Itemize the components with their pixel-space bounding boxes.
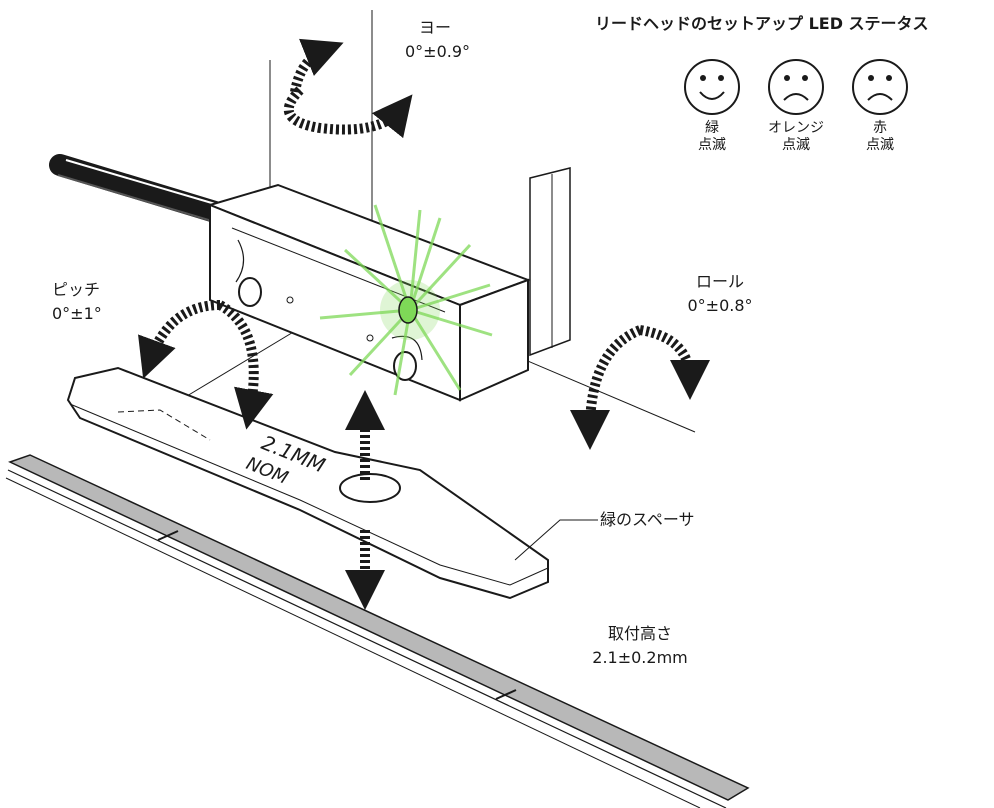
yaw-label: ヨー 0°±0.9° xyxy=(405,16,471,64)
led-status-mode: 点滅 xyxy=(782,137,810,153)
scale-tape xyxy=(5,454,750,808)
roll-tolerance: 0°±0.8° xyxy=(687,296,753,315)
led-status-mode: 点滅 xyxy=(698,137,726,153)
mounting-plate xyxy=(529,167,571,357)
led-status-item-orange: オレンジ 点滅 xyxy=(756,120,836,154)
pitch-tolerance: 0°±1° xyxy=(52,304,102,323)
yaw-rotation-arrow-icon xyxy=(283,38,413,139)
yaw-name: ヨー xyxy=(418,18,451,37)
pitch-name: ピッチ xyxy=(52,280,101,299)
yaw-tolerance: 0°±0.9° xyxy=(405,42,471,61)
pitch-rotation-arrow-icon xyxy=(138,300,274,430)
ride-height-value: 2.1±0.2mm xyxy=(592,648,688,667)
pitch-label: ピッチ 0°±1° xyxy=(52,278,102,326)
mounting-hole-icon xyxy=(238,277,262,307)
readhead-cable xyxy=(49,154,236,226)
led-face-red-icon xyxy=(852,59,908,115)
led-status-item-green: 緑 点滅 xyxy=(672,120,752,154)
roll-label: ロール 0°±0.8° xyxy=(670,270,770,318)
led-status-item-red: 赤 点滅 xyxy=(840,120,920,154)
readhead-body xyxy=(206,183,531,402)
spacer-leader-line xyxy=(514,519,598,561)
led-face-orange-icon xyxy=(768,59,824,115)
roll-rotation-arrow-icon xyxy=(570,325,710,450)
green-spacer: 2.1MM NOM xyxy=(66,366,549,600)
spacer-label: 緑のスペーサ xyxy=(600,510,695,529)
scale-graduation-mark xyxy=(157,530,179,541)
led-status-color: 緑 xyxy=(705,120,719,136)
led-status-mode: 点滅 xyxy=(866,137,894,153)
led-face-green-icon xyxy=(684,59,740,115)
led-status-title: リードヘッドのセットアップ LED ステータス xyxy=(595,14,929,33)
ride-height-name: 取付高さ xyxy=(607,624,672,643)
ride-height-label: 取付高さ 2.1±0.2mm xyxy=(585,622,695,670)
led-status-color: オレンジ xyxy=(768,120,824,136)
led-glow-icon xyxy=(319,204,493,396)
led-status-color: 赤 xyxy=(873,120,887,136)
scale-graduation-mark xyxy=(495,689,517,700)
roll-name: ロール xyxy=(695,272,744,291)
